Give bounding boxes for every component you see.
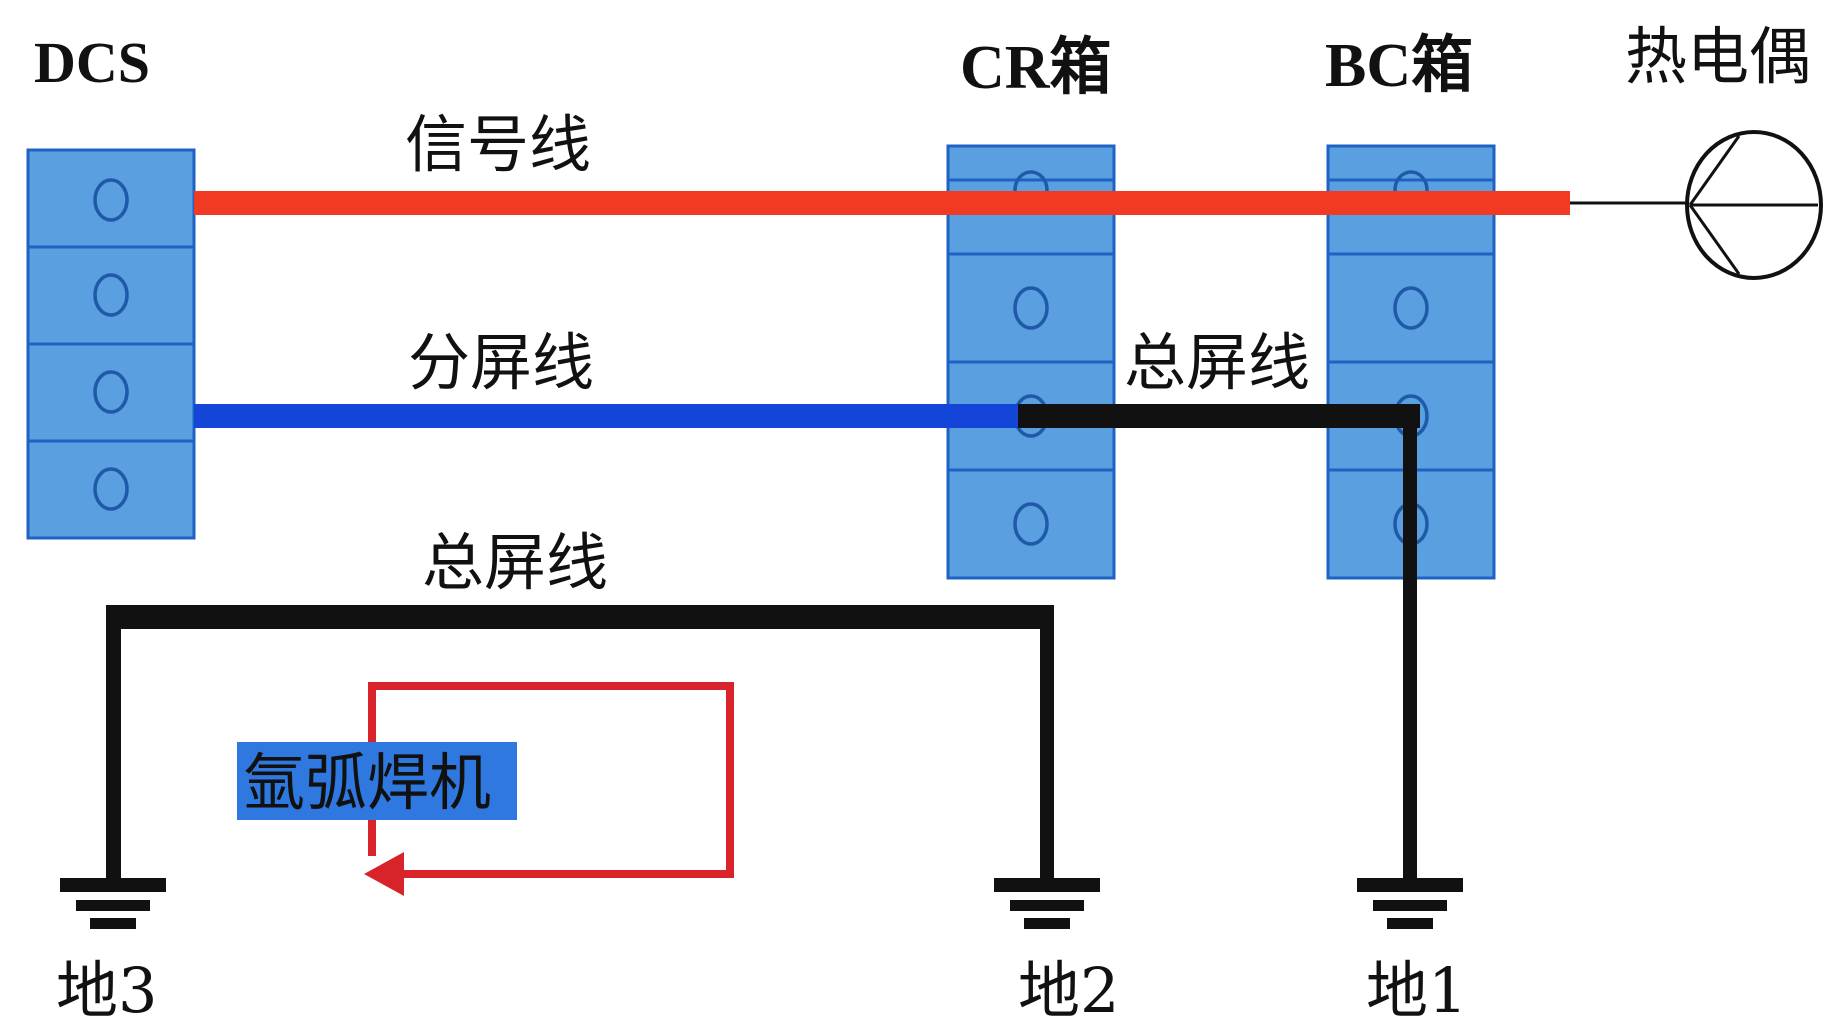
arrow-left-icon bbox=[364, 852, 404, 896]
ground-3-label: 地3 bbox=[56, 954, 157, 1027]
dcs-terminal-3 bbox=[93, 370, 129, 414]
thermocouple-symbol-icon bbox=[1685, 130, 1823, 280]
signal-line-label: 信号线 bbox=[405, 108, 591, 181]
main-shield-upper-label: 总屏线 bbox=[1124, 326, 1310, 399]
cr-terminal-2 bbox=[1013, 286, 1049, 330]
ground-1-label: 地1 bbox=[1366, 954, 1467, 1027]
dcs-terminal-block bbox=[26, 148, 196, 540]
cr-box-label: CR箱 bbox=[960, 33, 1112, 102]
ground-symbol-icon bbox=[60, 878, 166, 929]
dcs-terminal-2 bbox=[93, 273, 129, 317]
ground-symbol-icon bbox=[994, 878, 1100, 929]
dcs-label: DCS bbox=[34, 30, 150, 95]
bc-terminal-2 bbox=[1393, 286, 1429, 330]
dcs-terminal-4 bbox=[93, 467, 129, 511]
thermocouple-label: 热电偶 bbox=[1625, 20, 1811, 93]
bc-box-label: BC箱 bbox=[1325, 31, 1473, 100]
cr-box-terminal-block bbox=[946, 144, 1116, 580]
signal-line bbox=[194, 191, 1570, 215]
main-shield-lower bbox=[106, 605, 1054, 880]
cr-terminal-4 bbox=[1013, 502, 1049, 546]
ground-2-label: 地2 bbox=[1018, 954, 1119, 1027]
welder-label-bg bbox=[237, 742, 517, 820]
branch-shield-line bbox=[194, 404, 1026, 428]
welder-label: 氩弧焊机 bbox=[243, 746, 491, 819]
main-shield-lower-label: 总屏线 bbox=[422, 526, 608, 599]
main-shield-cr-bc bbox=[1018, 404, 1420, 880]
dcs-terminal-1 bbox=[93, 178, 129, 222]
ground-symbol-icon bbox=[1357, 878, 1463, 929]
branch-shield-label: 分屏线 bbox=[408, 326, 594, 399]
